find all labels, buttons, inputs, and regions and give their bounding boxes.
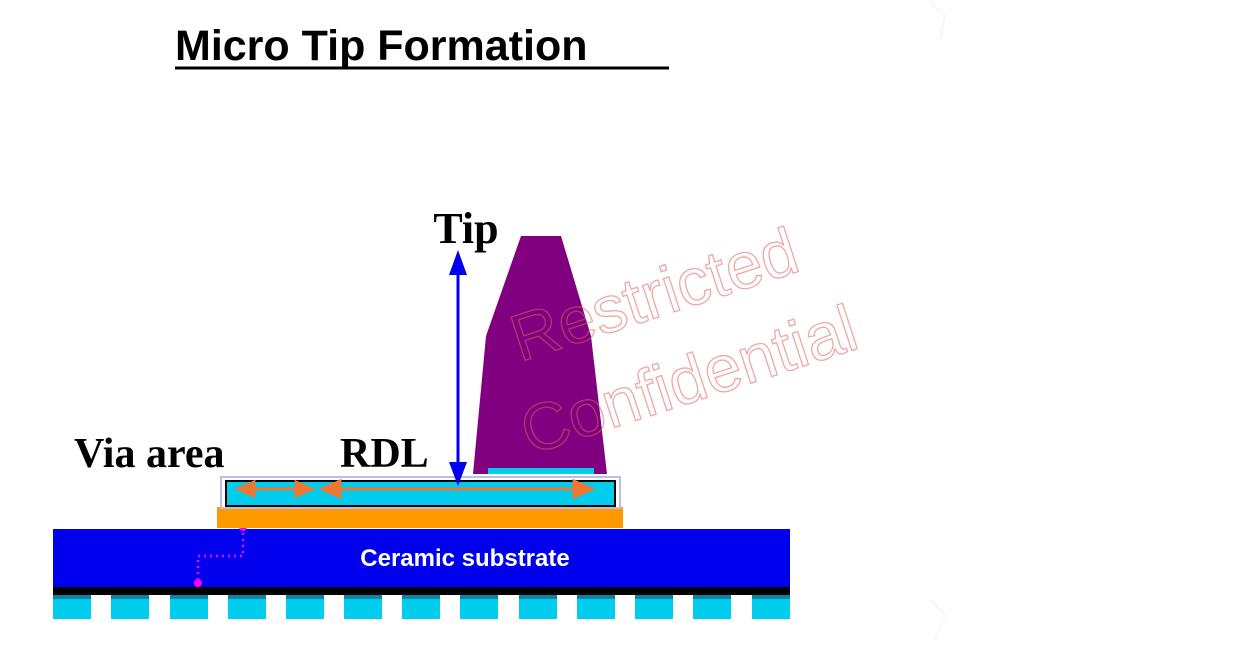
pad-top — [693, 595, 731, 599]
pad-top — [286, 595, 324, 599]
substrate-label: Ceramic substrate — [360, 545, 569, 572]
pad-top — [519, 595, 557, 599]
pad-top — [752, 595, 790, 599]
pad-top — [170, 595, 208, 599]
rdl-layer — [225, 480, 616, 507]
tip-arrow-up-head — [449, 250, 467, 275]
pad-top — [53, 595, 91, 599]
pad-top — [577, 595, 615, 599]
orange-base-layer — [217, 507, 623, 528]
micro-tip — [473, 236, 607, 474]
watermark-corner-marks — [929, 1, 946, 641]
tip-base-pad — [488, 468, 594, 474]
pad-top — [635, 595, 673, 599]
via-area-label: Via area — [74, 431, 224, 477]
pad-top — [228, 595, 266, 599]
pad-top — [402, 595, 440, 599]
pad-top — [111, 595, 149, 599]
pad-top — [344, 595, 382, 599]
pad-strip — [53, 587, 790, 595]
tip-label: Tip — [433, 204, 498, 253]
pad-top — [460, 595, 498, 599]
page-title: Micro Tip Formation — [175, 22, 588, 70]
ceramic-substrate — [53, 529, 790, 587]
rdl-label: RDL — [340, 431, 429, 477]
rdl-arrows-icon — [234, 478, 596, 500]
tip-arrow-down-head — [449, 462, 467, 486]
bottom-pads — [53, 587, 790, 619]
